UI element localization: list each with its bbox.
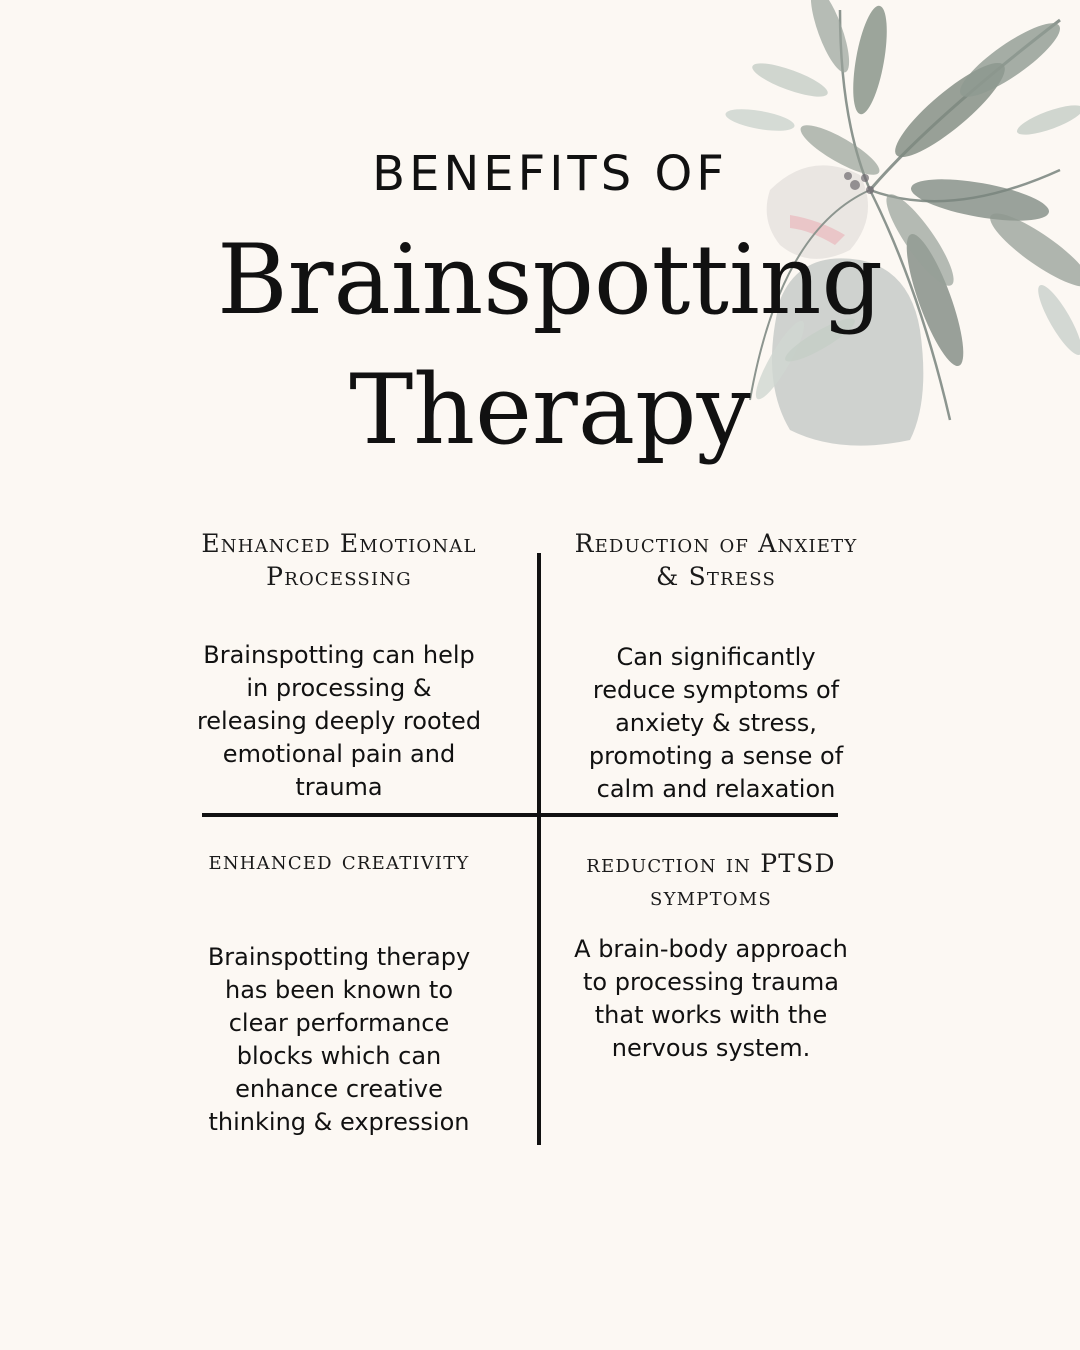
benefit-emotional-processing: Enhanced Emotional Processing Brainspott… [190, 527, 488, 804]
benefit-heading: enhanced creativity [208, 846, 470, 875]
title-line-2: Therapy [349, 354, 751, 466]
benefit-body: Brainspotting therapy has been known to … [207, 943, 471, 1136]
vertical-divider [537, 553, 541, 1145]
title-line-1: Brainspotting [217, 224, 883, 336]
benefit-heading: reduction in PTSD symptoms [586, 849, 836, 911]
leaf-illustration-icon [725, 0, 1080, 446]
benefit-ptsd: reduction in PTSD symptoms A brain-body … [566, 847, 856, 1065]
benefit-body: Brainspotting can help in processing & r… [196, 641, 482, 801]
benefit-body: Can significantly reduce symptoms of anx… [588, 643, 844, 803]
botanical-decoration [720, 0, 1080, 470]
benefit-anxiety-stress: Reduction of Anxiety & Stress Can signif… [566, 527, 866, 806]
benefit-heading: Enhanced Emotional Processing [201, 529, 477, 591]
horizontal-divider [202, 813, 838, 817]
pre-title: BENEFITS OF [372, 146, 728, 202]
benefit-body: A brain-body approach to processing trau… [574, 935, 848, 1062]
benefit-heading: Reduction of Anxiety & Stress [574, 529, 858, 591]
benefit-creativity: enhanced creativity Brainspotting therap… [190, 844, 488, 1139]
